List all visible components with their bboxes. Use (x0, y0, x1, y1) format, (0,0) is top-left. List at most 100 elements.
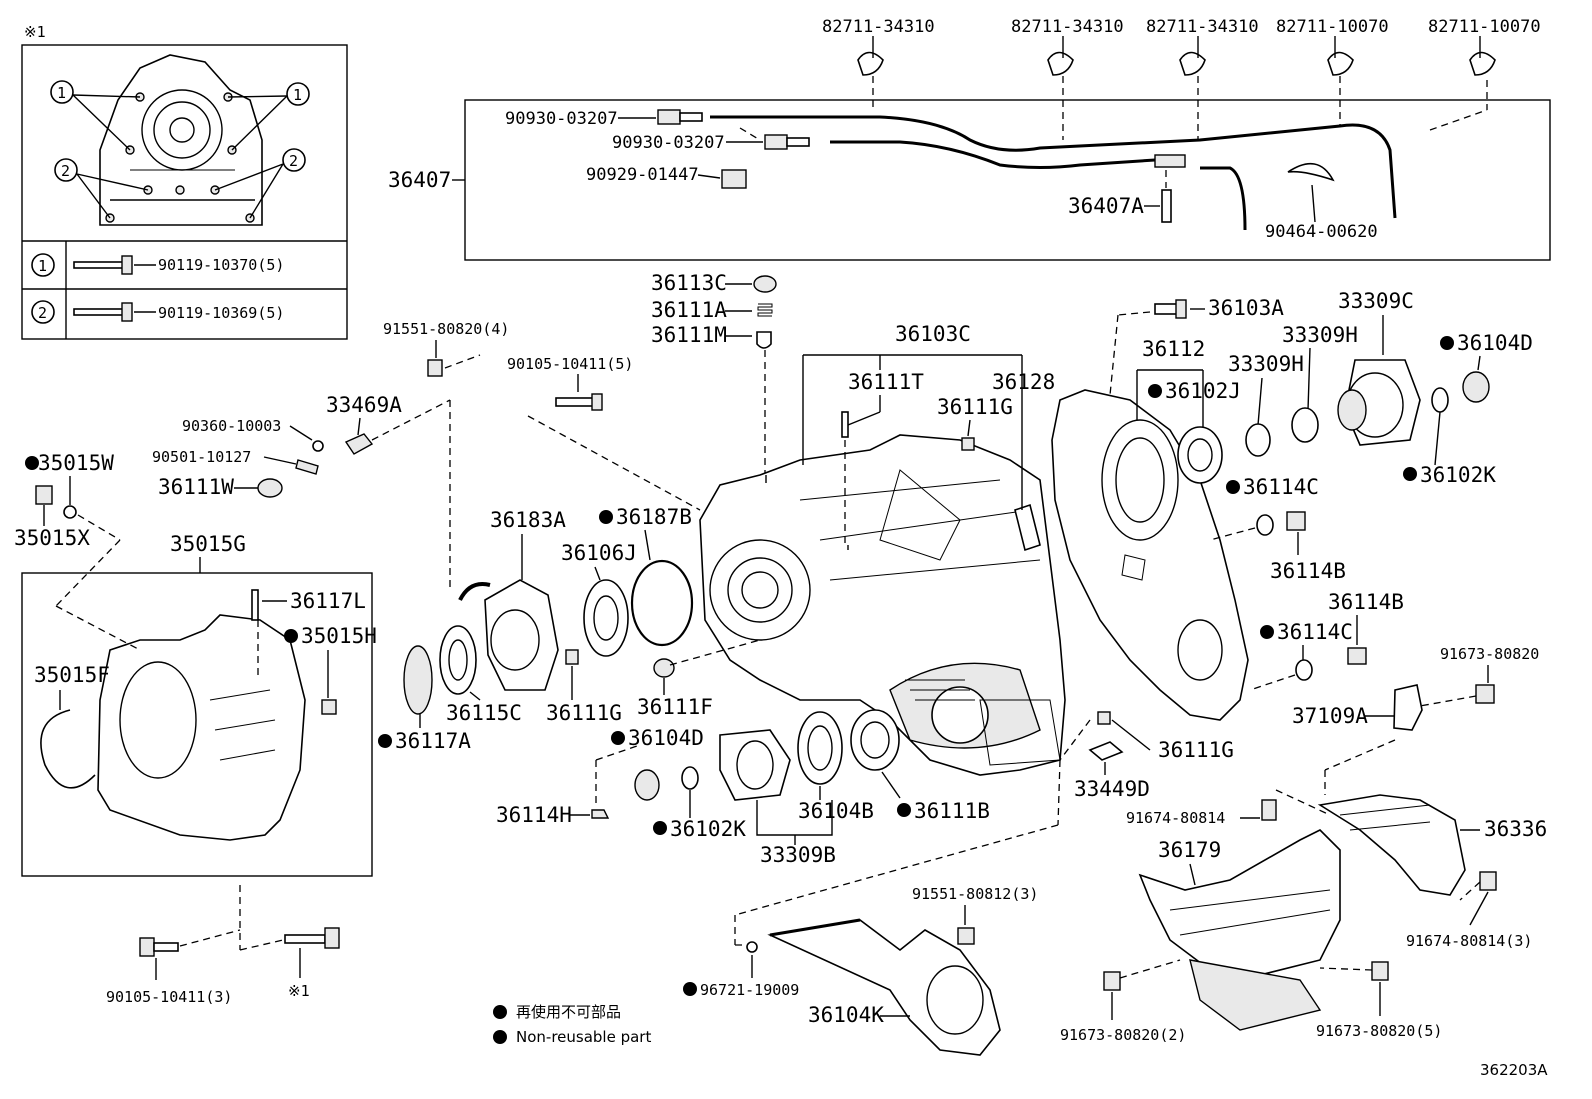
part-36103A: 36103A (1208, 296, 1284, 320)
part-33449D: 33449D (1074, 777, 1150, 801)
part-36104D-top: 36104D (1457, 331, 1533, 355)
inset-row-1: 1 90119-10370(5) (31, 253, 284, 277)
part-90464-00620: 90464-00620 (1265, 222, 1378, 242)
clamp-82711-a (857, 51, 884, 110)
bolt-91551 (427, 359, 443, 377)
plug-35015X (35, 485, 53, 505)
legend-text-en: Non-reusable part (516, 1028, 651, 1046)
union-90930-a (657, 109, 681, 125)
bolt-91674-3 (1479, 871, 1497, 891)
spring-36111A (757, 303, 773, 317)
part-36407A: 36407A (1068, 194, 1144, 218)
part-35015X: 35015X (14, 526, 90, 550)
inset-callout-1-right: 1 (227, 82, 310, 151)
oring-36102K-bottom (681, 766, 699, 790)
part-36102J: 36102J (1165, 379, 1241, 403)
skid-plates: 91674-80814 36336 36179 91674-80814(3) 9… (1060, 789, 1547, 1044)
part-35015W: 35015W (38, 451, 114, 475)
legend-bullet-en (493, 1030, 507, 1044)
part-33309H-b: 33309H (1282, 323, 1358, 347)
part-36111G-right: 36111G (1158, 738, 1234, 762)
part-36336: 36336 (1484, 817, 1547, 841)
clamp-82711-e (1469, 51, 1496, 110)
nut-36104D-top (1462, 371, 1490, 403)
part-36114H: 36114H (496, 803, 572, 827)
inset-row-2: 2 90119-10369(5) (31, 300, 284, 324)
part-90930-03207-b: 90930-03207 (612, 133, 725, 153)
part-36114C-top: 36114C (1243, 475, 1319, 499)
clip-90929 (721, 169, 747, 189)
clamp-82711-c (1179, 51, 1206, 140)
part-91551-80812-3: 91551-80812(3) (912, 885, 1038, 903)
oring-36187B (630, 559, 694, 647)
breather-hose-group: 82711-34310 82711-34310 82711-34310 8271… (388, 17, 1551, 261)
housing-bolts: 90105-10411(3) ※1 (106, 885, 340, 1006)
gasket-36128 (1014, 503, 1041, 552)
part-90119-10369: 90119-10369(5) (158, 304, 284, 322)
part-36179: 36179 (1158, 838, 1221, 862)
plug-36113C (753, 275, 777, 293)
part-35015F: 35015F (34, 663, 110, 687)
bearing-36111B (850, 709, 900, 771)
part-36104D-bottom: 36104D (628, 726, 704, 750)
part-35015H: 35015H (301, 624, 377, 648)
part-36111W: 36111W (158, 475, 234, 499)
plug-36111W (257, 478, 283, 498)
part-82711-34310-c: 82711-34310 (1146, 17, 1259, 37)
gasket-33449D (1088, 741, 1124, 761)
output-parts-row: 36104D 36102K 36114H 36104B 36111B 33309… (496, 709, 1234, 916)
transfer-case-main (699, 411, 1066, 776)
plug-35015H (321, 699, 337, 715)
rear-parts-right: 36103A 33309C 36112 33309H 33309H 36104D… (1109, 289, 1539, 795)
svg-text:2: 2 (61, 162, 70, 180)
part-33309C: 33309C (1338, 289, 1414, 313)
part-35015G: 35015G (170, 532, 246, 556)
part-36104K: 36104K (808, 1003, 884, 1027)
svg-text:2: 2 (289, 152, 298, 170)
union-90930-b (764, 134, 788, 150)
rear-cover (1051, 389, 1249, 721)
part-36117L: 36117L (290, 589, 366, 613)
part-90360-10003: 90360-10003 (182, 417, 281, 435)
part-36114B-top: 36114B (1270, 559, 1346, 583)
seal-36102J (1177, 426, 1223, 484)
snap-ring-35015F (40, 709, 96, 789)
bolt-91551-3 (957, 927, 975, 945)
part-36114B-mid: 36114B (1328, 590, 1404, 614)
plug-36111F (653, 658, 675, 678)
plug-stack: 36113C 36111A 36111M (651, 271, 777, 475)
part-36114C-mid: 36114C (1277, 620, 1353, 644)
part-82711-10070-b: 82711-10070 (1428, 17, 1541, 37)
clip-90464 (1287, 162, 1335, 182)
part-91674-80814-3: 91674-80814(3) (1406, 932, 1532, 950)
part-91673-80820-5: 91673-80820(5) (1316, 1022, 1442, 1040)
pin-36111G-right (1097, 711, 1111, 725)
washer-36114C-mid (1295, 659, 1313, 681)
part-96721-19009: 96721-19009 (700, 981, 799, 999)
extension-housing: 35015G 36117L 35015H 35015F (21, 532, 377, 877)
bolt-91673-5 (1371, 961, 1389, 981)
bolt-90105-5 (555, 397, 597, 407)
part-90105-10411-5: 90105-10411(5) (507, 355, 633, 373)
washer-36114C-top (1256, 514, 1274, 536)
part-33469A: 33469A (326, 393, 402, 417)
clamp-82711-d (1327, 51, 1354, 126)
inset-callout-2-right: 2 (214, 148, 306, 219)
ball-36111M (756, 331, 772, 349)
part-36111M: 36111M (651, 323, 727, 347)
bolt-ref-1 (284, 934, 326, 944)
part-90929-01447: 90929-01447 (586, 165, 699, 185)
inset-panel: ※1 1 1 2 (21, 23, 348, 340)
hose-36407A (1161, 189, 1172, 223)
part-91551-80820-4: 91551-80820(4) (383, 320, 509, 338)
pin-36111G-top (961, 437, 975, 451)
ball-90360 (312, 440, 324, 452)
bracket-36104K (767, 919, 1001, 1056)
part-36104B: 36104B (798, 799, 874, 823)
svg-text:2: 2 (38, 304, 47, 322)
washer-33309H-a (1245, 423, 1271, 457)
bracket-37109A (1393, 684, 1423, 731)
inset-frame (21, 44, 348, 340)
